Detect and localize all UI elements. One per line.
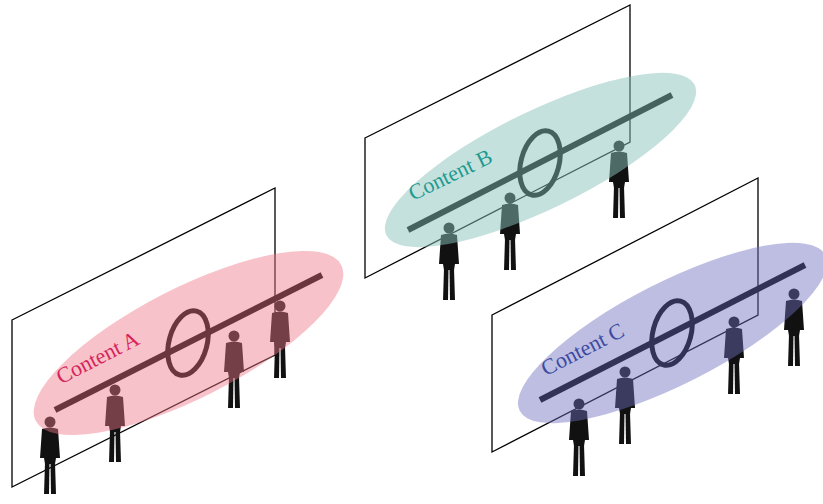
ellipse-shape — [495, 208, 823, 457]
content-ellipse: Content A — [9, 215, 367, 471]
ellipse-shape — [9, 215, 367, 471]
ellipse-fill — [364, 41, 715, 279]
ellipse-fill — [10, 216, 366, 470]
ellipse-fill — [496, 210, 823, 457]
ellipse-shape — [363, 39, 717, 280]
content-ellipse: Content B — [363, 39, 717, 280]
content-ellipse: Content C — [495, 208, 823, 457]
